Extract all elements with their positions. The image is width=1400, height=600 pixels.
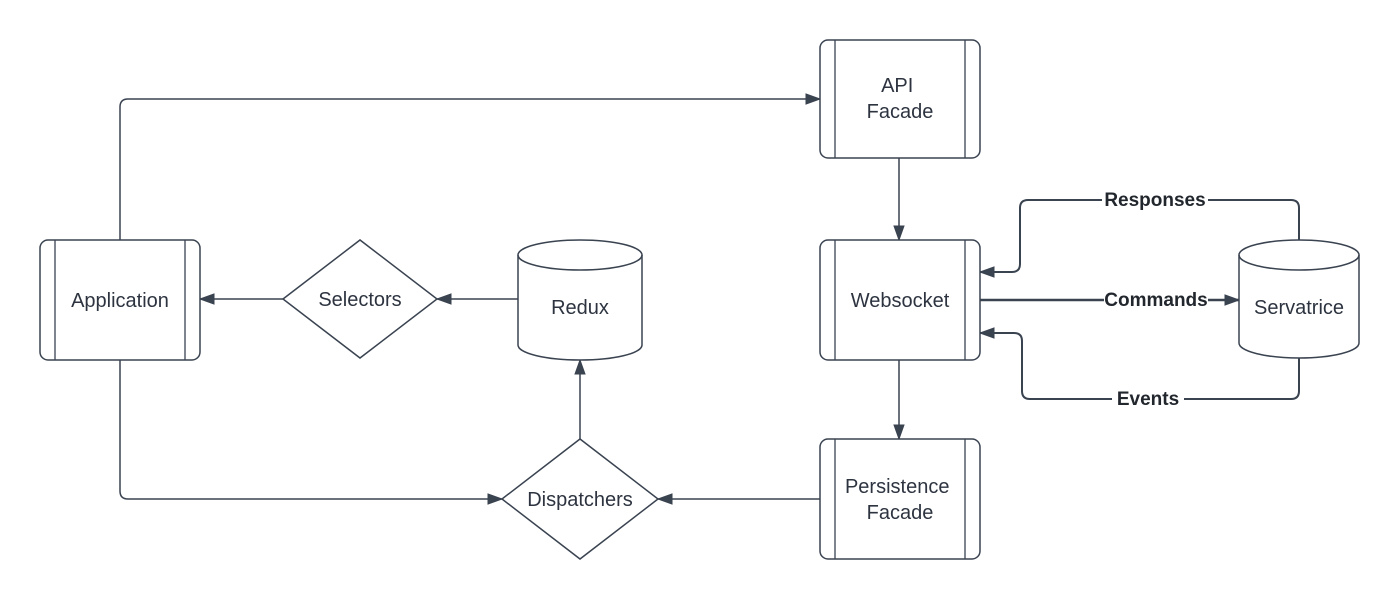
selectors-label: Selectors <box>318 289 401 311</box>
dispatchers-label: Dispatchers <box>527 489 633 511</box>
events-label-bg <box>1112 388 1184 409</box>
node-api-facade[interactable]: API Facade <box>819 39 981 159</box>
edge-label-responses[interactable]: Responses <box>1102 189 1208 211</box>
edge-servatrice-to-websocket-events[interactable] <box>978 327 1300 400</box>
servatrice-label: Servatrice <box>1254 297 1344 319</box>
node-layer: Application Selectors Redux API Facade W… <box>39 39 1360 560</box>
responses-label-bg <box>1102 189 1208 210</box>
edge-application-to-api-facade[interactable] <box>119 93 822 240</box>
node-dispatchers[interactable]: Dispatchers <box>500 438 660 560</box>
redux-shape <box>517 239 643 361</box>
websocket-shape <box>819 239 981 361</box>
selectors-shape <box>281 239 439 359</box>
persistence-facade-label: Persistence Facade <box>845 476 955 524</box>
commands-label-bg <box>1104 289 1208 310</box>
edge-label-commands[interactable]: Commands <box>1104 289 1208 311</box>
dispatchers-shape <box>500 438 660 560</box>
api-facade-shape <box>819 39 981 159</box>
node-redux[interactable]: Redux <box>517 239 643 361</box>
node-servatrice[interactable]: Servatrice <box>1238 239 1360 359</box>
application-label: Application <box>71 290 169 312</box>
servatrice-cylinder-lip <box>1238 254 1360 271</box>
websocket-label: Websocket <box>851 290 950 312</box>
edge-label-layer: Responses Commands Events <box>1102 189 1208 410</box>
api-facade-label: API Facade <box>867 75 934 123</box>
application-shape <box>39 239 201 361</box>
edge-label-events[interactable]: Events <box>1112 388 1184 410</box>
edge-servatrice-to-websocket-responses[interactable] <box>978 199 1300 278</box>
node-persistence-facade[interactable]: Persistence Facade <box>819 438 981 560</box>
edge-application-to-dispatchers[interactable] <box>119 360 504 505</box>
events-label-text: Events <box>1117 389 1179 410</box>
commands-label-text: Commands <box>1104 290 1207 311</box>
persistence-facade-shape <box>819 438 981 560</box>
node-selectors[interactable]: Selectors <box>281 239 439 359</box>
redux-label: Redux <box>551 297 609 319</box>
redux-cylinder-lip <box>517 254 643 271</box>
responses-label-text: Responses <box>1104 190 1205 211</box>
servatrice-shape <box>1238 239 1360 359</box>
node-application[interactable]: Application <box>39 239 201 361</box>
node-websocket[interactable]: Websocket <box>819 239 981 361</box>
